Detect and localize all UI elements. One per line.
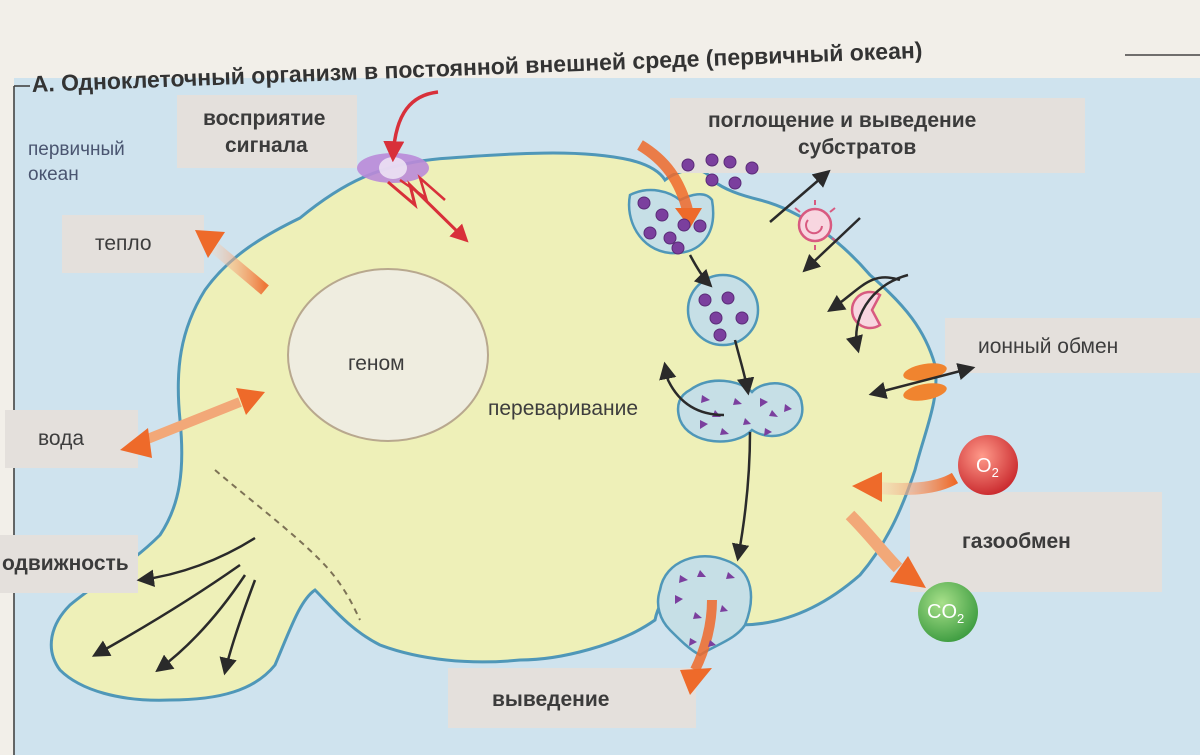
- transport-arrows: [659, 254, 755, 562]
- substrates-box: [670, 98, 1085, 173]
- co2-molecule: [918, 582, 978, 642]
- heat-label: тепло: [95, 232, 152, 255]
- signal-box: [177, 95, 357, 168]
- uptake-arrow: [637, 140, 694, 214]
- motility-arrows: [91, 536, 257, 676]
- signal-arrow: [383, 90, 439, 163]
- gas-box: [910, 492, 1162, 592]
- motility-label: одвижность: [2, 552, 129, 575]
- excretion-arrow: [690, 599, 717, 673]
- ocean-label-1: первичный: [28, 139, 125, 160]
- transporter-pump-1: [794, 200, 838, 250]
- heat-box: [62, 215, 204, 273]
- substrates-label-1: поглощение и выведение: [708, 109, 976, 132]
- co2-arrow: [845, 510, 926, 588]
- motility-box: [0, 535, 138, 593]
- o2-molecule: [958, 435, 1018, 495]
- gas-label: газообмен: [962, 530, 1071, 553]
- ion-label: ионный обмен: [978, 335, 1118, 358]
- excretion-box: [448, 668, 696, 728]
- vesicle-fusing: [676, 379, 804, 443]
- o2-arrow: [852, 472, 959, 502]
- genome-label: геном: [348, 352, 405, 375]
- signal-label-1: восприятие: [203, 107, 325, 130]
- transport-arrow-in: [802, 217, 861, 273]
- water-label: вода: [38, 427, 84, 450]
- transport-arrow-in-2: [827, 276, 901, 312]
- genome-nucleus: [287, 268, 489, 442]
- pseudopod-boundary: [214, 469, 361, 621]
- water-arrow: [120, 388, 265, 458]
- excretion-label: выведение: [492, 688, 609, 711]
- ion-arrow: [868, 363, 976, 399]
- vesicle-1: [686, 273, 760, 347]
- particles: [637, 153, 759, 342]
- transport-arrow-in-3: [845, 273, 909, 354]
- signal-zigzag-2: [399, 174, 446, 202]
- signal-zigzag-1: [387, 180, 469, 243]
- signal-label-2: сигнала: [225, 134, 308, 157]
- excretion-arrow-head: [680, 668, 712, 695]
- ocean-label-2: океан: [28, 164, 79, 185]
- signal-receptor-highlight: [379, 157, 407, 179]
- ion-box: [945, 318, 1200, 373]
- heat-arrow: [195, 230, 269, 295]
- co2-label: CO2: [927, 601, 964, 626]
- transport-arrow-out: [769, 169, 831, 223]
- o2-label: O2: [976, 455, 999, 480]
- uptake-arrow-head: [675, 208, 702, 228]
- water-box: [5, 410, 138, 468]
- substrates-label-2: субстратов: [798, 136, 916, 159]
- digestion-label: переваривание: [488, 397, 638, 420]
